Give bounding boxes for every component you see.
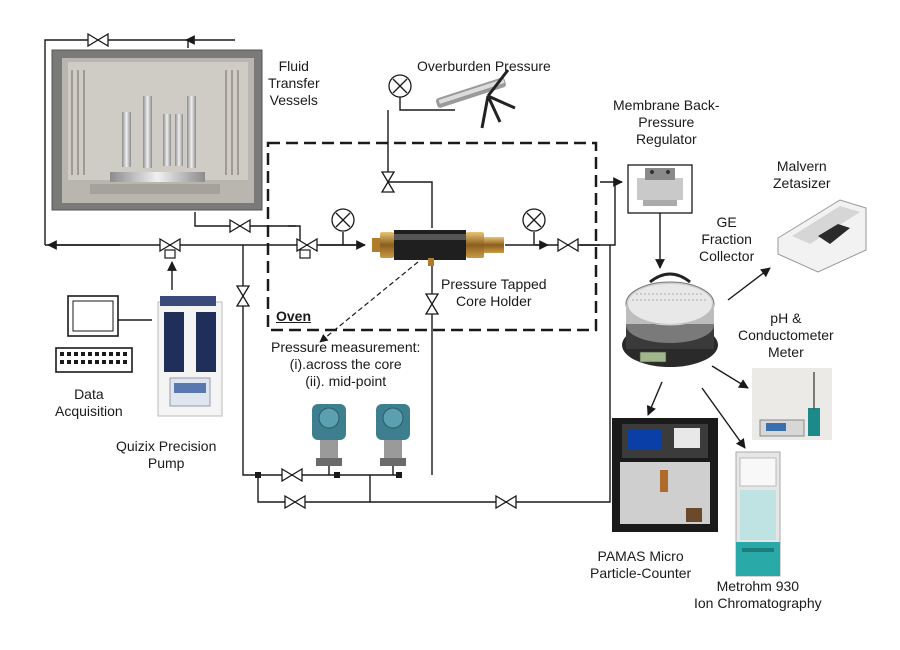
metrohm-image	[735, 451, 781, 577]
overburden-label: Overburden Pressure	[417, 58, 551, 74]
membrane-bpr-label: Membrane Back- Pressure Regulator	[613, 97, 720, 147]
ge-fraction-label: GE Fraction Collector	[699, 214, 755, 264]
ph-meter-label: pH & Conductometer Meter	[738, 310, 834, 360]
valve-bottom-3	[495, 495, 517, 509]
valve-outlet	[557, 238, 579, 252]
valve-left-vertical	[236, 285, 250, 307]
malvern-label: Malvern Zetasizer	[773, 158, 831, 191]
pressure-measurement-label: Pressure measurement: (i).across the cor…	[271, 339, 421, 389]
valve-vessel-outlet	[229, 219, 251, 233]
fluid-transfer-vessels-image	[51, 49, 263, 211]
fraction-collector-image	[622, 272, 718, 367]
gauge-inlet	[331, 208, 355, 232]
ph-meter-image	[752, 368, 832, 440]
to-ph-arrow	[711, 365, 749, 389]
zetasizer-image	[777, 199, 867, 273]
pamas-label: PAMAS Micro Particle-Counter	[590, 548, 692, 581]
valve-core-tap	[425, 293, 439, 315]
membrane-bpr-image	[627, 164, 693, 214]
to-zetasizer-arrow	[727, 267, 771, 301]
pamas-image	[612, 418, 718, 532]
pressure-transmitters-image	[312, 404, 410, 466]
oven-box	[266, 141, 598, 332]
to-pamas-arrow	[646, 381, 663, 416]
core-holder-image	[372, 230, 504, 266]
metrohm-label: Metrohm 930 Ion Chromatography	[694, 578, 822, 611]
oven-label: Oven	[276, 308, 312, 324]
overburden-pump-image	[435, 69, 516, 129]
core-holder-label: Pressure Tapped Core Holder	[441, 276, 547, 309]
valve-inlet	[296, 238, 318, 252]
valve-bottom-1	[281, 468, 303, 482]
valve-pump	[159, 238, 181, 252]
gauge-overburden	[388, 74, 412, 98]
valve-bypass	[87, 33, 109, 47]
quizix-pump-image	[157, 296, 223, 417]
data-acquisition-label: Data Acquisition	[55, 386, 123, 419]
to-metrohm-arrow	[701, 387, 746, 449]
valve-bottom-2	[284, 495, 306, 509]
fluid-transfer-label: Fluid Transfer Vessels	[268, 58, 320, 108]
gauge-outlet	[522, 208, 546, 232]
pressure-pointer	[319, 261, 419, 343]
quizix-label: Quizix Precision Pump	[116, 438, 217, 471]
computer-icon	[55, 295, 152, 373]
